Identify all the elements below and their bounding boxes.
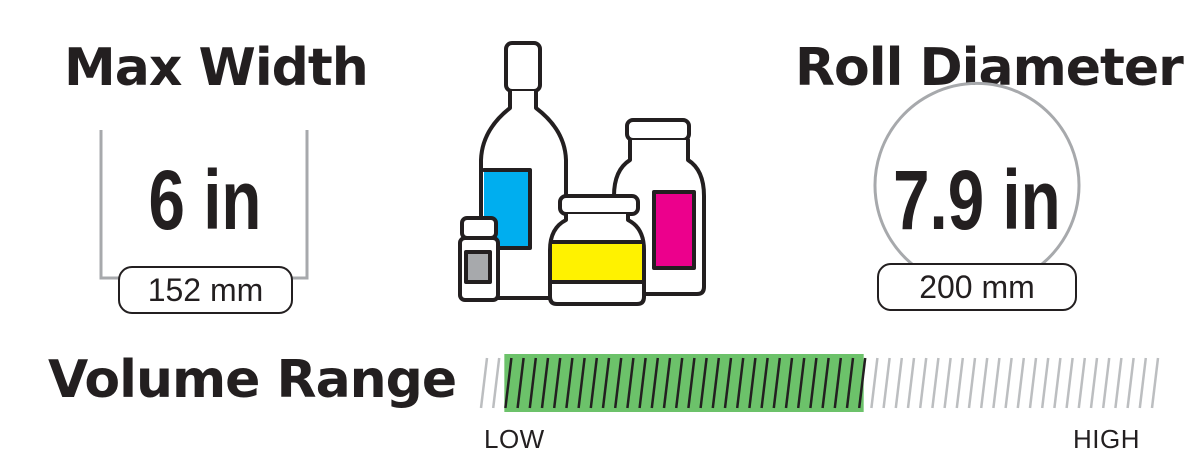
volume-hatch-mark bbox=[967, 357, 977, 409]
volume-low-label: LOW bbox=[484, 424, 545, 454]
volume-hatch-mark bbox=[906, 357, 916, 409]
roll-diameter-title: Roll Diameter bbox=[795, 38, 1184, 98]
volume-hatch-mark bbox=[955, 357, 965, 409]
volume-hatch-mark bbox=[1138, 357, 1148, 409]
volume-hatch-mark bbox=[504, 357, 513, 409]
volume-hatch-mark bbox=[1040, 357, 1050, 409]
volume-hatch-mark bbox=[931, 357, 940, 409]
volume-hatch-mark bbox=[638, 357, 647, 409]
volume-hatch-mark bbox=[1101, 357, 1111, 409]
max-width-metric-badge: 152 mm bbox=[118, 266, 293, 314]
max-width-value: 6 in bbox=[148, 153, 262, 247]
volume-hatch-mark bbox=[687, 357, 696, 409]
volume-hatch-mark bbox=[796, 357, 806, 409]
volume-hatch-mark bbox=[516, 357, 525, 409]
volume-hatch-mark bbox=[711, 357, 721, 409]
volume-hatch-mark bbox=[1126, 357, 1135, 409]
volume-hatch-mark bbox=[821, 357, 830, 409]
volume-hatch-mark bbox=[1089, 357, 1099, 409]
volume-hatch-mark bbox=[723, 357, 733, 409]
volume-hatch-mark bbox=[662, 357, 672, 409]
volume-hatch-mark bbox=[918, 357, 928, 409]
volume-hatch-mark bbox=[1065, 357, 1074, 409]
volume-high-label: HIGH bbox=[1073, 424, 1140, 454]
volume-hatch-mark bbox=[479, 357, 489, 409]
volume-hatch-mark bbox=[674, 357, 684, 409]
volume-hatch-mark bbox=[491, 357, 501, 409]
volume-hatch-mark bbox=[809, 357, 818, 409]
roll-diameter-metric-badge: 200 mm bbox=[877, 263, 1077, 311]
volume-hatch-mark bbox=[1114, 357, 1123, 409]
volume-hatch-mark bbox=[882, 357, 891, 409]
roll-diameter-value: 7.9 in bbox=[893, 153, 1061, 247]
volume-hatch-mark bbox=[845, 357, 855, 409]
volume-hatch-mark bbox=[589, 357, 599, 409]
volume-hatch-mark bbox=[894, 357, 904, 409]
volume-hatch-mark bbox=[601, 357, 611, 409]
volume-hatch-mark bbox=[1016, 357, 1026, 409]
volume-hatch-mark bbox=[528, 357, 538, 409]
volume-hatch-mark bbox=[565, 357, 574, 409]
volume-hatch-mark bbox=[1004, 357, 1013, 409]
volume-hatch-mark bbox=[870, 357, 879, 409]
volume-hatch-mark bbox=[735, 357, 745, 409]
volume-hatch-mark bbox=[979, 357, 989, 409]
volume-hatch-mark bbox=[992, 357, 1001, 409]
volume-hatch-mark bbox=[772, 357, 782, 409]
max-width-title: Max Width bbox=[64, 38, 369, 98]
volume-hatch-mark bbox=[857, 357, 867, 409]
volume-hatch-mark bbox=[552, 357, 562, 409]
volume-hatch-mark bbox=[540, 357, 550, 409]
volume-hatch-mark bbox=[650, 357, 660, 409]
volume-hatch-mark bbox=[1150, 357, 1160, 409]
volume-hatch-mark bbox=[760, 357, 769, 409]
volume-hatch-mark bbox=[613, 357, 623, 409]
volume-hatch-mark bbox=[1053, 357, 1062, 409]
volume-hatch-mark bbox=[699, 357, 708, 409]
volume-hatch-mark bbox=[1077, 357, 1087, 409]
volume-hatch-mark bbox=[626, 357, 635, 409]
volume-hatch-mark bbox=[577, 357, 586, 409]
volume-hatch-mark bbox=[943, 357, 952, 409]
volume-hatch-mark bbox=[833, 357, 843, 409]
volume-hatch-mark bbox=[784, 357, 794, 409]
volume-hatch-mark bbox=[748, 357, 757, 409]
volume-hatch-mark bbox=[1028, 357, 1038, 409]
volume-range-title: Volume Range bbox=[48, 350, 457, 410]
